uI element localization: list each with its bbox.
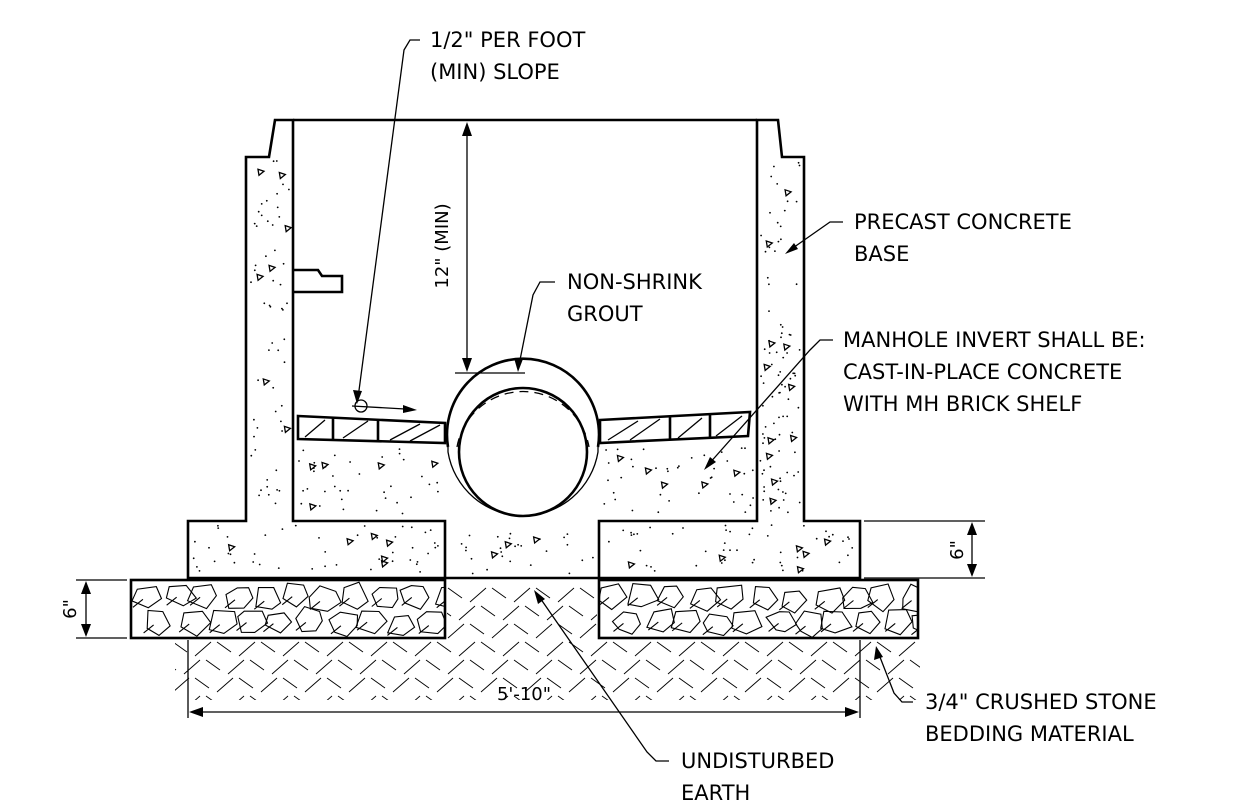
brick-shelf-left (296, 414, 447, 445)
depth-dimension-label: 12" (MIN) (432, 203, 453, 288)
stone-label-line1: 3/4" CRUSHED STONE (925, 690, 1157, 714)
leader-lines (353, 39, 913, 762)
base-thickness-label: 6" (947, 540, 968, 560)
precast-concrete-base (186, 118, 862, 580)
base-thickness-dimension: 6" (864, 520, 985, 579)
sewer-pipe (445, 357, 601, 518)
grout-label-line2: GROUT (567, 302, 643, 326)
flow-direction-arrow (351, 399, 417, 413)
bedding-thickness-label: 6" (60, 599, 81, 619)
crushed-stone-bedding-left (129, 578, 447, 640)
slope-label-line2: (MIN) SLOPE (430, 60, 560, 84)
grout-label-line1: NON-SHRINK (567, 270, 703, 294)
bedding-thickness-dimension: 6" (60, 579, 127, 639)
brick-shelf-right (598, 410, 752, 445)
annotation-labels: 1/2" PER FOOT (MIN) SLOPE PRECAST CONCRE… (430, 28, 1157, 805)
stone-label-line2: BEDDING MATERIAL (925, 722, 1134, 746)
earth-label-line1: UNDISTURBED (681, 749, 834, 773)
invert-label-line1: MANHOLE INVERT SHALL BE: (843, 328, 1146, 352)
base-width-dimension: 5'-10" (187, 640, 861, 718)
crushed-stone-bedding-right (597, 578, 920, 640)
base-label-line1: PRECAST CONCRETE (854, 210, 1072, 234)
depth-dimension: 12" (MIN) (432, 122, 525, 374)
earth-label-line2: EARTH (681, 781, 750, 805)
invert-label-line2: CAST-IN-PLACE CONCRETE (843, 360, 1122, 384)
invert-label-line3: WITH MH BRICK SHELF (843, 392, 1082, 416)
concrete-texture (192, 160, 854, 575)
base-width-label: 5'-10" (497, 684, 551, 705)
slope-label-line1: 1/2" PER FOOT (430, 28, 585, 52)
base-label-line2: BASE (854, 242, 909, 266)
